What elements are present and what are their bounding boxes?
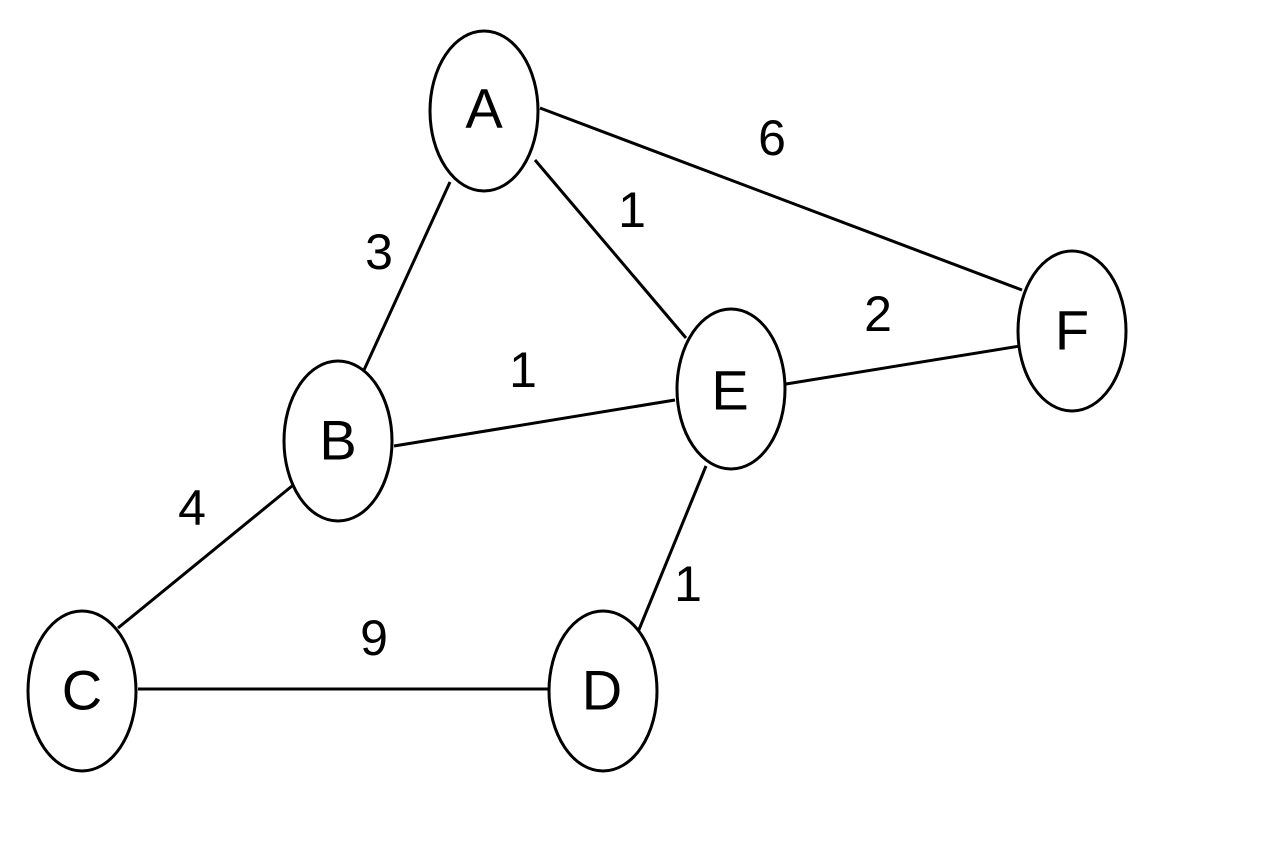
weight-label-b-e: 1 — [509, 342, 537, 398]
edge-e-d — [636, 465, 708, 633]
edge-e-f — [785, 344, 1021, 386]
weight-label-a-e: 1 — [618, 182, 646, 238]
edge-b-c — [117, 484, 293, 630]
edge-b-e — [393, 398, 676, 448]
node-f-label: F — [1055, 299, 1089, 362]
node-b-circle — [282, 359, 394, 523]
node-d: D — [547, 609, 659, 773]
node-b: B — [282, 359, 394, 523]
node-c-circle — [26, 609, 138, 773]
node-e-circle — [675, 307, 787, 471]
weight-label-b-c: 4 — [178, 480, 206, 536]
edges-layer — [117, 106, 1023, 691]
weight-label-e-d: 1 — [674, 556, 702, 612]
edge-a-e — [533, 159, 688, 339]
weight-label-c-d: 9 — [360, 610, 388, 666]
weight-label-a-b: 3 — [365, 224, 393, 280]
weight-label-a-f: 6 — [758, 110, 786, 166]
node-d-circle — [547, 609, 659, 773]
node-d-label: D — [582, 659, 622, 722]
node-f: F — [1016, 249, 1128, 413]
node-a-label: A — [465, 77, 503, 140]
node-c-label: C — [62, 659, 102, 722]
node-e-label: E — [711, 359, 748, 422]
weight-label-e-f: 2 — [864, 286, 892, 342]
weights-layer: 6 1 3 1 2 4 9 1 — [178, 110, 892, 666]
edge-a-b — [362, 181, 452, 371]
node-a-circle — [428, 29, 540, 193]
node-b-label: B — [319, 409, 356, 472]
node-e: E — [675, 307, 787, 471]
node-f-circle — [1016, 249, 1128, 413]
node-a: A — [428, 29, 540, 193]
nodes-layer: A B C D E F — [26, 29, 1128, 773]
edge-a-f — [539, 106, 1023, 292]
node-c: C — [26, 609, 138, 773]
